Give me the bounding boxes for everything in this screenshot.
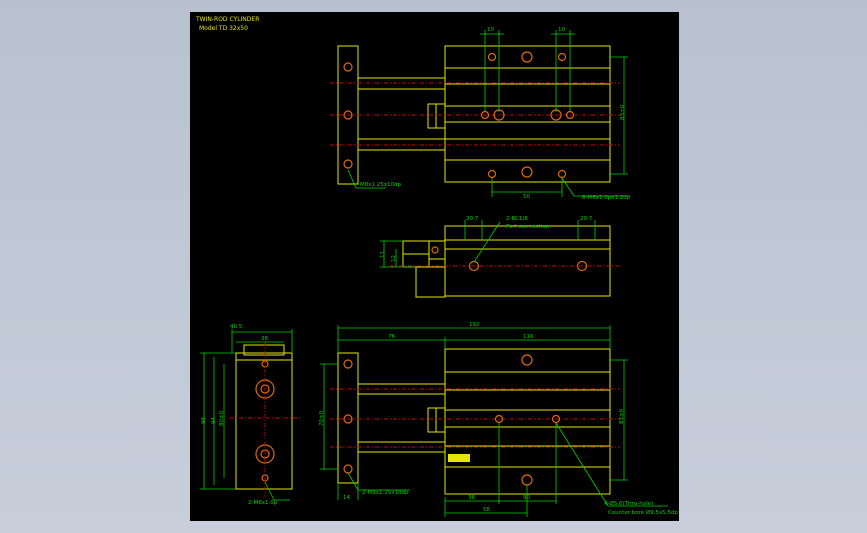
drawing-title: TWIN-ROD CYLINDER xyxy=(195,16,259,23)
dim-20-7-right: 20.7 xyxy=(580,216,593,222)
note-m8-hole: M8x1.25x10dp xyxy=(360,182,401,188)
dim-40-5: 40.5 xyxy=(230,324,243,330)
dim-50: 50 xyxy=(523,194,530,200)
dim-38: 38 xyxy=(261,336,268,342)
dim-10-right: 10 xyxy=(558,27,565,33)
dim-83-top: 83±0 xyxy=(620,104,626,120)
note-m8-tap-front: 2-M8x1.25x10dp xyxy=(362,490,409,496)
front-end-plate xyxy=(337,352,359,484)
dim-80: 80±0 xyxy=(219,410,225,426)
cad-drawing: TWIN-ROD CYLINDER Model TD 32x50 xyxy=(195,16,678,517)
side-view: 20.7 20.7 2-RC1/8 Port connection 11 12 xyxy=(380,216,620,298)
dim-10-left: 10 xyxy=(487,27,494,33)
dim-192: 192 xyxy=(469,322,480,328)
dim-70: 70±0 xyxy=(319,410,325,426)
drawing-model: Model TD 32x50 xyxy=(199,25,248,32)
front-body xyxy=(444,348,611,495)
top-view: 10 10 50 83±0 M8x1.25x10dp 6-M6x1.0px1.2… xyxy=(330,27,631,201)
front-view: 192 76 116 70±0 14 2-M8x1.25x10dp 36 90 … xyxy=(319,322,678,517)
top-body xyxy=(444,45,611,183)
dim-94: 94 xyxy=(211,417,217,424)
dim-76: 76 xyxy=(388,334,395,340)
note-port: 2-RC1/8 xyxy=(506,216,528,222)
dim-83-front: 83±0 xyxy=(619,408,625,424)
note-m6-tap-end: 2-M6x1.0p xyxy=(248,500,278,506)
dim-12: 12 xyxy=(391,255,397,262)
dim-14: 14 xyxy=(343,495,350,501)
dim-36: 36 xyxy=(468,495,475,501)
note-thru-hole: 4-Ø5.6(Thru-hole) xyxy=(604,500,653,507)
note-counter-bore: Counter bore Ø9.5x5.5dp xyxy=(608,509,678,516)
dim-96: 96 xyxy=(201,417,207,424)
end-plate-front xyxy=(235,352,293,490)
note-port-sub: Port connection xyxy=(506,224,549,230)
note-m6-tap: 6-M6x1.0px1.2dp xyxy=(582,195,631,201)
drawing-sheet: TWIN-ROD CYLINDER Model TD 32x50 xyxy=(190,12,679,521)
hole-marker xyxy=(343,62,353,72)
dim-11: 11 xyxy=(380,251,386,258)
dim-116: 116 xyxy=(523,334,534,340)
dim-58: 58 xyxy=(483,507,490,513)
dim-20-7-left: 20.7 xyxy=(466,216,479,222)
end-view: 40.5 38 96 94 80±0 2-M6x1.0p xyxy=(200,324,300,506)
side-body xyxy=(444,225,611,297)
